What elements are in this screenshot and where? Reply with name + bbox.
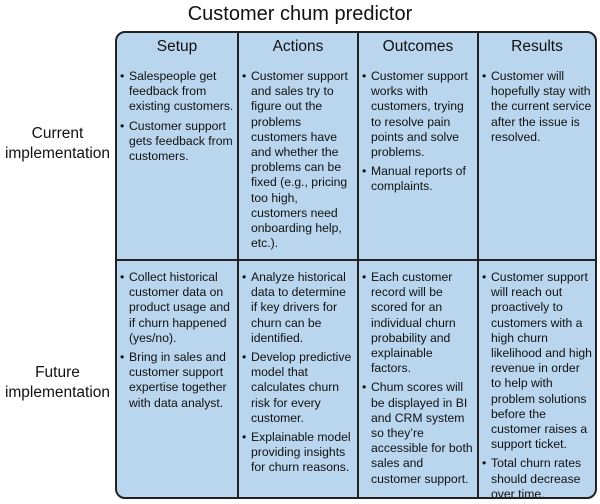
bullet-item: Collect historical customer data on prod… xyxy=(120,270,234,346)
cell-current-results: Customer will hopefully stay with the cu… xyxy=(479,69,595,149)
cell-future-actions: Analyze historical data to determine if … xyxy=(239,270,357,480)
bullet-item: Explainable model providing insights for… xyxy=(242,430,354,476)
bullet-list: Each customer record will be scored for … xyxy=(361,270,474,487)
bullet-item: Customer support gets feedback from cust… xyxy=(120,119,234,165)
bullet-item: Customer will hopefully stay with the cu… xyxy=(482,69,592,145)
bullet-list: Salespeople get feedback from existing c… xyxy=(119,69,234,164)
bullet-item: Manual reports of complaints. xyxy=(362,164,474,194)
bullet-item: Salespeople get feedback from existing c… xyxy=(120,69,234,115)
column-header-actions: Actions xyxy=(272,38,324,55)
bullet-item: Customer support will reach out proactiv… xyxy=(482,270,592,452)
bullet-list: Analyze historical data to determine if … xyxy=(241,270,354,476)
bullet-item: Chum scores will be displayed in BI and … xyxy=(362,380,474,486)
bullet-item: Customer support and sales try to figure… xyxy=(242,69,354,251)
matrix-board: Setup Actions Outcomes Results Salespeop… xyxy=(115,31,597,499)
row-label-current-line-1: Current xyxy=(31,125,84,142)
row-label-future-line-2: implementation xyxy=(4,384,111,401)
bullet-item: Analyze historical data to determine if … xyxy=(242,270,354,346)
cell-future-results: Customer support will reach out proactiv… xyxy=(479,270,595,497)
cell-current-setup: Salespeople get feedback from existing c… xyxy=(117,69,237,168)
column-divider xyxy=(357,33,359,497)
bullet-item: Develop predictive model that calculates… xyxy=(242,350,354,426)
column-divider xyxy=(477,33,479,497)
bullet-item: Bring in sales and customer support expe… xyxy=(120,350,234,411)
bullet-list: Customer will hopefully stay with the cu… xyxy=(481,69,592,145)
bullet-list: Customer support works with customers, t… xyxy=(361,69,474,195)
bullet-item: Each customer record will be scored for … xyxy=(362,270,474,376)
bullet-item: Customer support works with customers, t… xyxy=(362,69,474,160)
row-label-future: Future implementation xyxy=(0,363,115,403)
diagram-title: Customer chum predictor xyxy=(187,3,413,25)
column-header-results: Results xyxy=(511,38,563,55)
row-label-current-line-2: implementation xyxy=(4,145,111,162)
cell-current-actions: Customer support and sales try to figure… xyxy=(239,69,357,255)
column-divider xyxy=(237,33,239,497)
row-label-current: Current implementation xyxy=(0,124,115,164)
cell-future-outcomes: Each customer record will be scored for … xyxy=(359,270,477,491)
bullet-list: Customer support and sales try to figure… xyxy=(241,69,354,251)
cell-future-setup: Collect historical customer data on prod… xyxy=(117,270,237,415)
bullet-list: Collect historical customer data on prod… xyxy=(119,270,234,411)
cell-current-outcomes: Customer support works with customers, t… xyxy=(359,69,477,199)
column-header-setup: Setup xyxy=(156,38,198,55)
row-label-future-line-1: Future xyxy=(35,364,80,381)
column-header-outcomes: Outcomes xyxy=(382,38,454,55)
bullet-item: Total churn rates should decrease over t… xyxy=(482,456,592,497)
bullet-list: Customer support will reach out proactiv… xyxy=(481,270,592,497)
row-divider xyxy=(117,259,595,261)
